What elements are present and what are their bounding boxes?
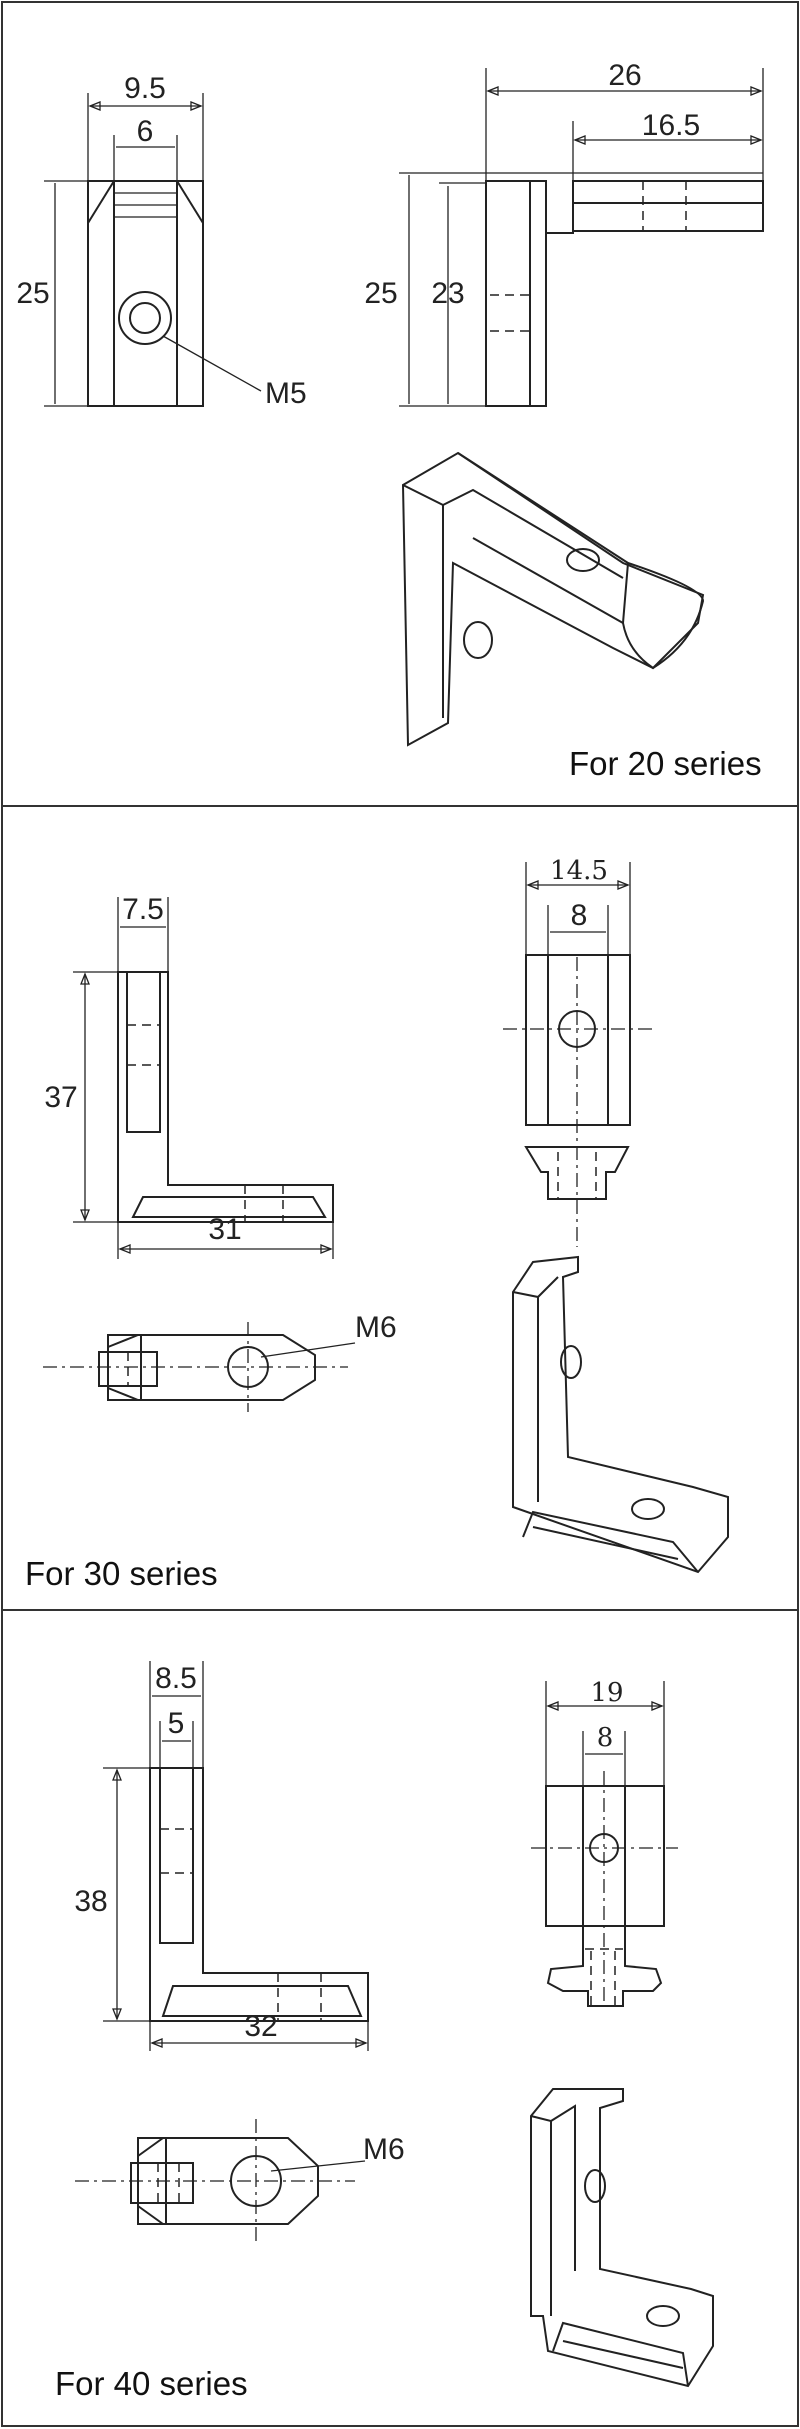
dim-height: 25	[16, 277, 49, 310]
side-view-40	[149, 1767, 369, 2022]
thread-label: M5	[265, 377, 307, 410]
dim-overall-width: 14.5	[550, 856, 608, 886]
dim-inner-height: 23	[431, 277, 464, 310]
side-view-20	[485, 180, 764, 407]
panel-20-series: 9.5 6 25 M5	[1, 1, 799, 807]
dim-slot: 5	[168, 1707, 185, 1740]
dim-slot: 8	[571, 899, 588, 932]
dim-width: 8.5	[155, 1662, 197, 1695]
dim-height: 37	[44, 1081, 77, 1114]
dim-slot: 6	[137, 115, 154, 148]
series-caption: For 30 series	[25, 1555, 218, 1592]
panel-40-series: 8.5 5 38 32	[1, 1609, 799, 2427]
dim-slot-width: 8	[597, 1723, 614, 1753]
isometric-view-20	[401, 451, 705, 747]
front-view-40	[531, 1771, 678, 2007]
drawing-30-series: 7.5 37 31	[43, 856, 729, 1574]
isometric-view-30	[512, 1255, 729, 1574]
top-view-30	[43, 1322, 356, 1412]
dim-overall-width: 19	[590, 1678, 623, 1708]
dim-height: 38	[74, 1885, 107, 1918]
side-dims-40	[103, 1661, 369, 2051]
front-view-20	[87, 180, 262, 407]
front-dims-40	[545, 1681, 665, 1786]
front-dims-20	[44, 93, 204, 407]
series-caption: For 40 series	[55, 2365, 248, 2402]
drawing-40-series: 8.5 5 38 32	[74, 1661, 714, 2388]
side-dims-30	[73, 897, 334, 1259]
dim-arm: 16.5	[642, 109, 700, 142]
thread-label: M6	[363, 2133, 405, 2166]
top-view-40	[75, 2119, 366, 2246]
dim-length: 26	[608, 59, 641, 92]
isometric-view-40	[530, 2088, 714, 2388]
panel-30-series: 7.5 37 31	[1, 805, 799, 1611]
dim-length: 32	[244, 2010, 277, 2043]
front-view-30	[503, 954, 653, 1247]
front-dims-30	[525, 862, 631, 955]
series-caption: For 20 series	[569, 745, 762, 782]
side-view-30	[117, 971, 334, 1223]
dim-length: 31	[208, 1213, 241, 1246]
dim-total-height: 25	[364, 277, 397, 310]
dim-width: 7.5	[122, 893, 164, 926]
side-dims-20	[399, 68, 764, 407]
thread-label: M6	[355, 1311, 397, 1344]
drawing-20-series: 9.5 6 25 M5	[16, 59, 764, 747]
dim-width: 9.5	[124, 72, 166, 105]
